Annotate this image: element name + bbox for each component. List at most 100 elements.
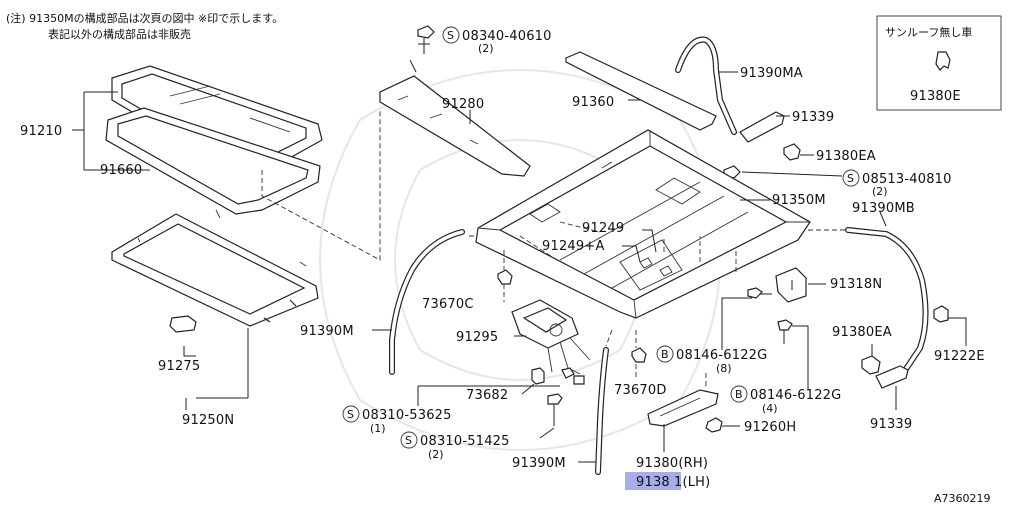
- label-91660[interactable]: 91660: [100, 163, 142, 178]
- label-91250n[interactable]: 91250N: [182, 413, 234, 428]
- label-73670d[interactable]: 73670D: [614, 383, 667, 398]
- screw-s1-callout[interactable]: S 08340-40610 (2): [442, 26, 552, 55]
- label-91222e[interactable]: 91222E: [934, 349, 985, 364]
- bolt-b2-callout[interactable]: B 08146-6122G (4): [730, 385, 841, 415]
- bolt-b1-code: 08146-6122G: [676, 348, 767, 363]
- deflector-drawing: [379, 59, 531, 177]
- label-91350m[interactable]: 91350M: [772, 193, 826, 208]
- leader-b1: [721, 297, 752, 350]
- screw-s4-callout[interactable]: S 08310-51425 (2): [400, 431, 510, 461]
- clip-91260h-icon: [705, 417, 723, 433]
- leader-91249: [642, 229, 657, 253]
- label-91390mb[interactable]: 91390MB: [852, 201, 915, 216]
- screw-s1-qty: (2): [478, 42, 494, 55]
- drain-hose-91390m-left-part: [389, 229, 465, 375]
- screw-s4-qty: (2): [428, 448, 444, 461]
- label-73670c[interactable]: 73670C: [422, 297, 474, 312]
- bolt-b1-callout[interactable]: B 08146-6122G (8): [656, 345, 767, 375]
- bolt-b2-code: 08146-6122G: [750, 388, 841, 403]
- label-91380ea-b[interactable]: 91380EA: [832, 325, 892, 340]
- leader-91250n: [196, 328, 249, 399]
- label-91249a[interactable]: 91249+A: [542, 239, 605, 254]
- leader-91222e: [948, 317, 967, 346]
- hose-guides: [466, 229, 846, 237]
- label-91380-rh[interactable]: 91380(RH): [636, 456, 708, 471]
- handle-91275-part: [169, 315, 197, 333]
- label-91295[interactable]: 91295: [456, 330, 498, 345]
- label-91360[interactable]: 91360: [572, 95, 614, 110]
- screw-s1-code: 08340-40610: [462, 29, 552, 44]
- screw-s3-qty: (1): [370, 422, 386, 435]
- guide-91390m-bottom: [605, 329, 613, 347]
- label-91339-a[interactable]: 91339: [792, 110, 834, 125]
- label-91249[interactable]: 91249: [582, 221, 624, 236]
- label-91381-highlight[interactable]: 9138: [636, 475, 670, 490]
- label-91390ma[interactable]: 91390MA: [740, 66, 803, 81]
- part-91222e-icon: [933, 305, 949, 323]
- highlight-91381: [625, 472, 681, 490]
- screw-s3-code: 08310-53625: [362, 408, 452, 423]
- hose-91339-part-a: [739, 111, 785, 143]
- label-91260h[interactable]: 91260H: [744, 420, 796, 435]
- label-91390m-left[interactable]: 91390M: [300, 324, 354, 339]
- bolt-b2-icon: [777, 319, 793, 344]
- label-91339-b[interactable]: 91339: [870, 417, 912, 432]
- label-91280[interactable]: 91280: [442, 97, 484, 112]
- screw-s2-code: 08513-40810: [862, 172, 952, 187]
- hose-91339-part-b: [875, 365, 909, 389]
- leader-91249a: [622, 245, 641, 263]
- screw-s2-qty: (2): [872, 185, 888, 198]
- drain-hose-91390mb-part: [845, 227, 929, 375]
- screw-s3-callout[interactable]: S 08310-53625 (1): [342, 405, 452, 435]
- label-91380e[interactable]: 91380E: [910, 89, 961, 104]
- label-91380ea-a[interactable]: 91380EA: [816, 149, 876, 164]
- screw-s2-mark: S: [847, 172, 854, 185]
- clip-icon: [935, 51, 951, 71]
- screw-s2-callout[interactable]: S 08513-40810 (2): [842, 169, 952, 198]
- bracket-91380-drawing: [647, 372, 719, 427]
- leader-91275: [183, 346, 196, 357]
- leader-91210: [72, 91, 150, 171]
- frame-guides: [519, 221, 737, 272]
- screw-s4-mark: S: [405, 434, 412, 447]
- reference-code: A7360219: [934, 492, 991, 505]
- leader-b2: [792, 325, 809, 390]
- label-91318n[interactable]: 91318N: [830, 277, 882, 292]
- screw-s1-mark: S: [447, 29, 454, 42]
- label-91275[interactable]: 91275: [158, 359, 200, 374]
- screw-s4-code: 08310-51425: [420, 434, 510, 449]
- leader-s3: [417, 385, 560, 406]
- screw-s3-mark: S: [347, 408, 354, 421]
- part-73682-icon: [531, 367, 545, 385]
- note-line-1: (注) 91350Mの構成部品は次頁の図中 ※印で示します。: [6, 11, 283, 25]
- screw-s4-icon: [547, 393, 563, 426]
- leader-s2: [741, 171, 843, 177]
- screw-s1-icon: [417, 25, 435, 54]
- label-73682[interactable]: 73682: [466, 388, 508, 403]
- sunshade-drawing: [111, 209, 319, 327]
- guide-line: [261, 110, 381, 261]
- frame-91350m-drawing: [475, 129, 811, 319]
- bracket-91318n-icon: [775, 267, 807, 303]
- drain-hose-91390ma-part: [675, 36, 737, 135]
- inset-box: サンルーフ無し車 91380E: [876, 15, 1002, 111]
- leader-s4: [539, 427, 555, 439]
- bolt-b2-mark: B: [735, 388, 743, 401]
- motor-91295-drawing: [511, 299, 591, 385]
- clip-91380ea-b-icon: [861, 355, 881, 375]
- rail-91360-part: [565, 51, 717, 131]
- clip-73670d-icon: [631, 347, 647, 363]
- bolt-b2-qty: (4): [762, 402, 778, 415]
- leader-91390mb: [879, 211, 887, 227]
- note-line-2: 表記以外の構成部品は非販売: [48, 27, 191, 41]
- glass-panel-drawing: [105, 65, 323, 215]
- label-91381-lh[interactable]: 1(LH): [674, 475, 710, 490]
- bolt-b1-qty: (8): [716, 362, 732, 375]
- clip-73670c-icon: [497, 269, 513, 285]
- bolt-b1-icon: [747, 287, 772, 299]
- label-91210[interactable]: 91210: [20, 124, 62, 139]
- bolt-b1-mark: B: [661, 348, 669, 361]
- clip-91380ea-a-icon: [783, 143, 801, 161]
- label-91390m-bottom[interactable]: 91390M: [512, 456, 566, 471]
